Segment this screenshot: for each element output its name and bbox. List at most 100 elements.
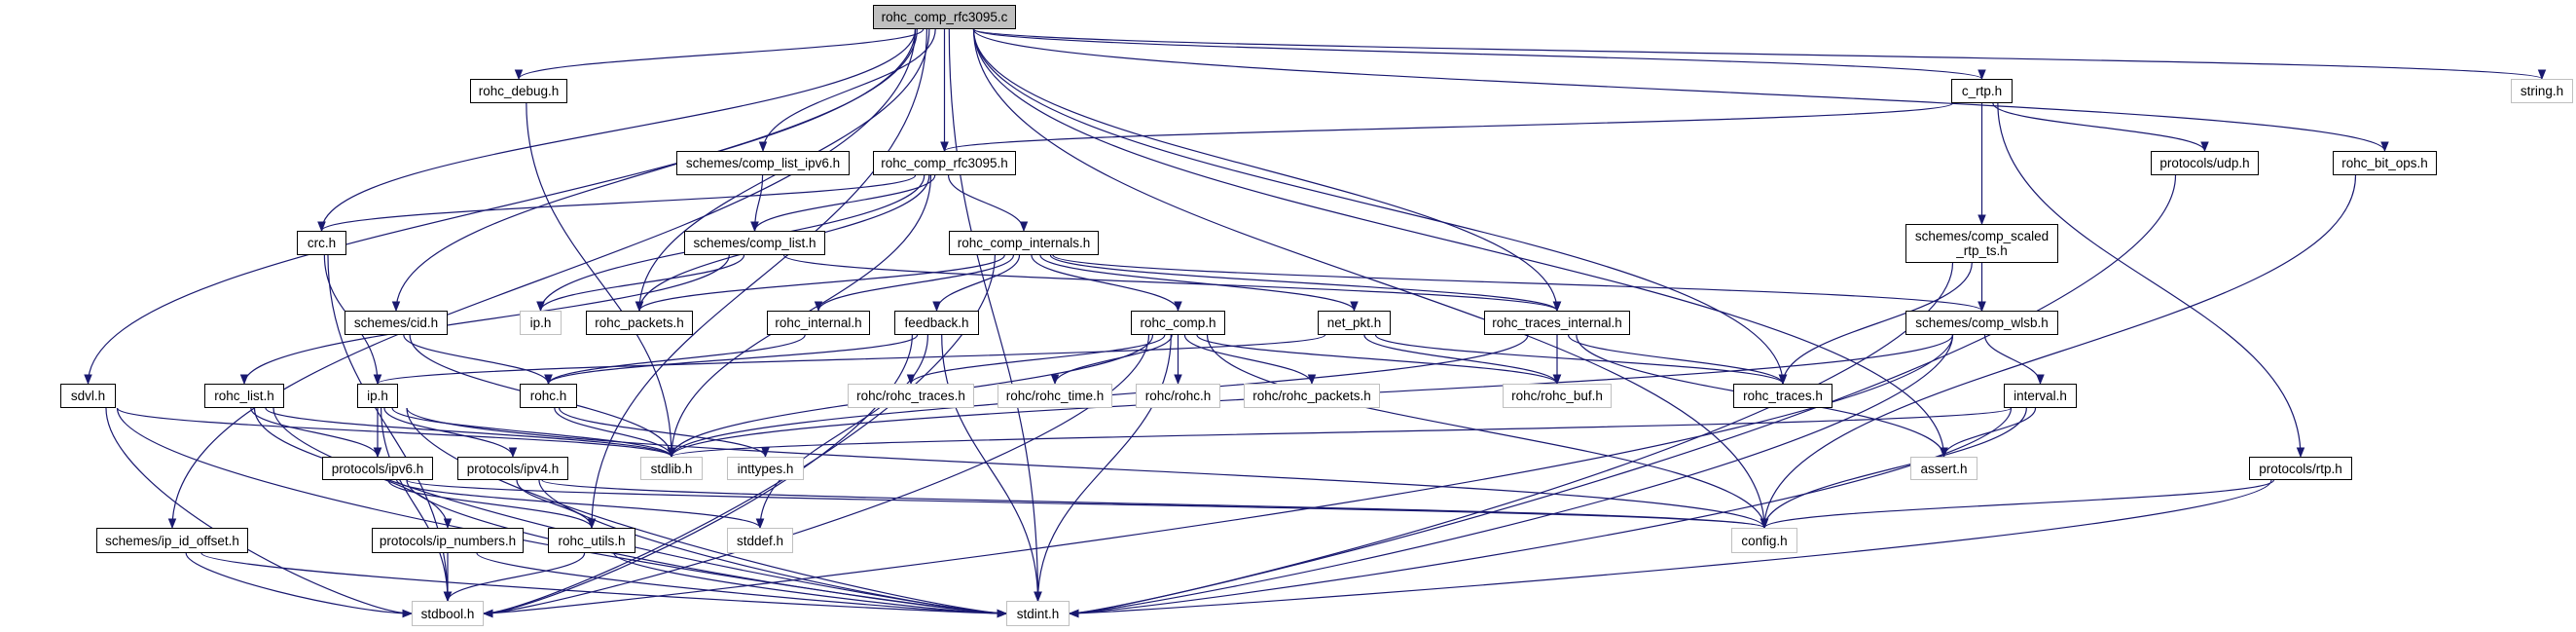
edge-sdvl-to-stdbool bbox=[105, 407, 414, 618]
node-comp-list[interactable]: schemes/comp_list.h bbox=[684, 231, 825, 255]
edge-root-to-c-rtp bbox=[972, 28, 1986, 81]
node-crc[interactable]: crc.h bbox=[297, 231, 346, 255]
edge-rohc-utils-to-stdint bbox=[613, 552, 1008, 618]
edge-root-to-bit-ops bbox=[972, 28, 2389, 153]
node-udp[interactable]: protocols/udp.h bbox=[2151, 151, 2259, 175]
edge-udp-to-stdint bbox=[1068, 174, 2177, 618]
edge-root-to-rohc-debug bbox=[514, 28, 925, 81]
node-stdbool: stdbool.h bbox=[412, 601, 484, 626]
edge-comp-internals-to-rohc-internal bbox=[814, 254, 1015, 313]
edge-comp-internals-to-comp-wlsb bbox=[1052, 254, 1986, 313]
edge-feedback-to-rohc-h bbox=[544, 334, 919, 386]
node-r-traces: rohc/rohc_traces.h bbox=[848, 384, 974, 408]
edge-c-rtp-to-udp bbox=[1992, 102, 2209, 153]
node-stdlib: stdlib.h bbox=[640, 457, 703, 480]
node-net-pkt[interactable]: net_pkt.h bbox=[1318, 311, 1391, 335]
node-r-time: rohc/rohc_time.h bbox=[998, 384, 1112, 408]
node-rohc-packets[interactable]: rohc_packets.h bbox=[586, 311, 693, 335]
edge-root-to-cid bbox=[391, 28, 918, 313]
node-rohc-h[interactable]: rohc.h bbox=[520, 384, 577, 408]
edge-comp-list-to-traces-internal bbox=[782, 254, 1562, 313]
edge-rtp-to-config bbox=[1760, 479, 2275, 530]
node-sdvl[interactable]: sdvl.h bbox=[60, 384, 116, 408]
node-ip-numbers[interactable]: protocols/ip_numbers.h bbox=[372, 528, 524, 553]
edge-ip-to-stdint bbox=[406, 407, 1008, 618]
edge-cid-to-rohc-h bbox=[403, 334, 553, 386]
edge-traces-internal-to-rohc-traces bbox=[1568, 334, 1788, 386]
edge-rohc-list-to-stdlib bbox=[265, 407, 676, 459]
edge-ip-to-stdbool bbox=[381, 407, 453, 603]
node-comp-wlsb[interactable]: schemes/comp_wlsb.h bbox=[1905, 311, 2058, 335]
edge-ip-to-ipv4 bbox=[383, 407, 518, 459]
edge-root-to-assert bbox=[972, 28, 1948, 459]
edge-comp-wlsb-to-stdint bbox=[1068, 334, 1954, 618]
node-string: string.h bbox=[2511, 79, 2573, 103]
node-comp-list-ipv6[interactable]: schemes/comp_list_ipv6.h bbox=[676, 151, 850, 175]
node-rohc-list[interactable]: rohc_list.h bbox=[204, 384, 284, 408]
edge-ipv6-to-rohc-utils bbox=[387, 479, 597, 530]
node-rohc-internal[interactable]: rohc_internal.h bbox=[767, 311, 870, 335]
edge-feedback-to-stdint bbox=[941, 334, 1042, 603]
node-r-packets: rohc/rohc_packets.h bbox=[1244, 384, 1380, 408]
node-ip[interactable]: ip.h bbox=[357, 384, 398, 408]
node-c-rtp[interactable]: c_rtp.h bbox=[1951, 79, 2013, 103]
node-bit-ops[interactable]: rohc_bit_ops.h bbox=[2333, 151, 2437, 175]
edge-interval-to-stdint bbox=[1068, 407, 2013, 618]
edge-root-to-config bbox=[972, 28, 1769, 530]
edge-rohc-comp-to-stdint bbox=[1034, 334, 1172, 603]
node-ipv4[interactable]: protocols/ipv4.h bbox=[457, 457, 568, 480]
edge-c-rtp-to-rfc3095-h bbox=[940, 102, 1954, 153]
node-rtp[interactable]: protocols/rtp.h bbox=[2249, 457, 2352, 480]
node-rfc3095-h[interactable]: rohc_comp_rfc3095.h bbox=[873, 151, 1016, 175]
edge-comp-internals-to-traces-internal bbox=[1049, 254, 1562, 313]
node-rohc-debug[interactable]: rohc_debug.h bbox=[470, 79, 567, 103]
edge-sdvl-to-stdlib bbox=[116, 407, 676, 459]
node-stddef: stddef.h bbox=[727, 528, 793, 553]
edge-rohc-debug-to-stdlib bbox=[526, 102, 676, 459]
edge-comp-internals-to-rohc-comp bbox=[1031, 254, 1182, 313]
node-cid[interactable]: schemes/cid.h bbox=[345, 311, 448, 335]
edge-ip-to-stdlib bbox=[391, 407, 676, 459]
node-interval[interactable]: interval.h bbox=[2004, 384, 2077, 408]
edge-comp-list-to-ip-gray bbox=[536, 254, 745, 313]
edge-net-pkt-to-rohc-traces bbox=[1374, 334, 1788, 386]
node-config: config.h bbox=[1731, 528, 1797, 553]
edge-rohc-comp-to-r-packets bbox=[1183, 334, 1317, 386]
edge-root-to-crc bbox=[317, 28, 917, 233]
node-comp-internals[interactable]: rohc_comp_internals.h bbox=[949, 231, 1099, 255]
node-scaled-rtp-ts[interactable]: schemes/comp_scaled _rtp_ts.h bbox=[1905, 224, 2058, 263]
node-ip-gray: ip.h bbox=[520, 311, 562, 335]
edge-net-pkt-to-ip bbox=[374, 334, 1326, 386]
edge-ipv4-to-stdint bbox=[538, 479, 1008, 618]
edge-rohc-comp-to-r-buf bbox=[1196, 334, 1562, 386]
edge-rohc-comp-to-config bbox=[1206, 334, 1769, 530]
edge-rtp-to-stdint bbox=[1068, 479, 2272, 618]
edge-root-to-rohc-traces bbox=[972, 28, 1788, 386]
edge-rohc-comp-to-r-time bbox=[1050, 334, 1173, 386]
node-ipv6[interactable]: protocols/ipv6.h bbox=[322, 457, 433, 480]
edge-rohc-comp-to-r-traces bbox=[906, 334, 1166, 386]
edge-root-to-comp-list-ipv6 bbox=[758, 28, 936, 153]
edge-comp-internals-to-feedback bbox=[932, 254, 1021, 313]
node-traces-internal[interactable]: rohc_traces_internal.h bbox=[1484, 311, 1630, 335]
edge-ipv4-to-config bbox=[541, 479, 1768, 530]
edge-rfc3095-h-to-comp-internals bbox=[947, 174, 1029, 233]
node-assert: assert.h bbox=[1910, 457, 1977, 480]
edge-ip-id-offset-to-stdint bbox=[200, 552, 1008, 618]
edge-rohc-h-to-stdlib bbox=[554, 407, 676, 459]
node-rohc-traces[interactable]: rohc_traces.h bbox=[1733, 384, 1832, 408]
edge-comp-internals-to-rohc-packets bbox=[635, 254, 1005, 313]
edge-ip-id-offset-to-stdbool bbox=[185, 552, 414, 618]
node-r-buf: rohc/rohc_buf.h bbox=[1503, 384, 1612, 408]
edge-ipv4-to-rohc-utils bbox=[516, 479, 597, 530]
node-feedback[interactable]: feedback.h bbox=[894, 311, 979, 335]
edge-scaled-rtp-ts-to-rohc-traces bbox=[1778, 262, 1973, 386]
node-rohc-utils[interactable]: rohc_utils.h bbox=[548, 528, 635, 553]
edge-interval-to-config bbox=[1760, 407, 2027, 530]
edge-ip-numbers-to-stdint bbox=[476, 552, 1008, 618]
node-ip-id-offset[interactable]: schemes/ip_id_offset.h bbox=[96, 528, 248, 553]
node-rohc-comp[interactable]: rohc_comp.h bbox=[1131, 311, 1225, 335]
edge-ip-to-config bbox=[406, 407, 1769, 530]
edge-rfc3095-h-to-comp-list bbox=[750, 174, 936, 233]
